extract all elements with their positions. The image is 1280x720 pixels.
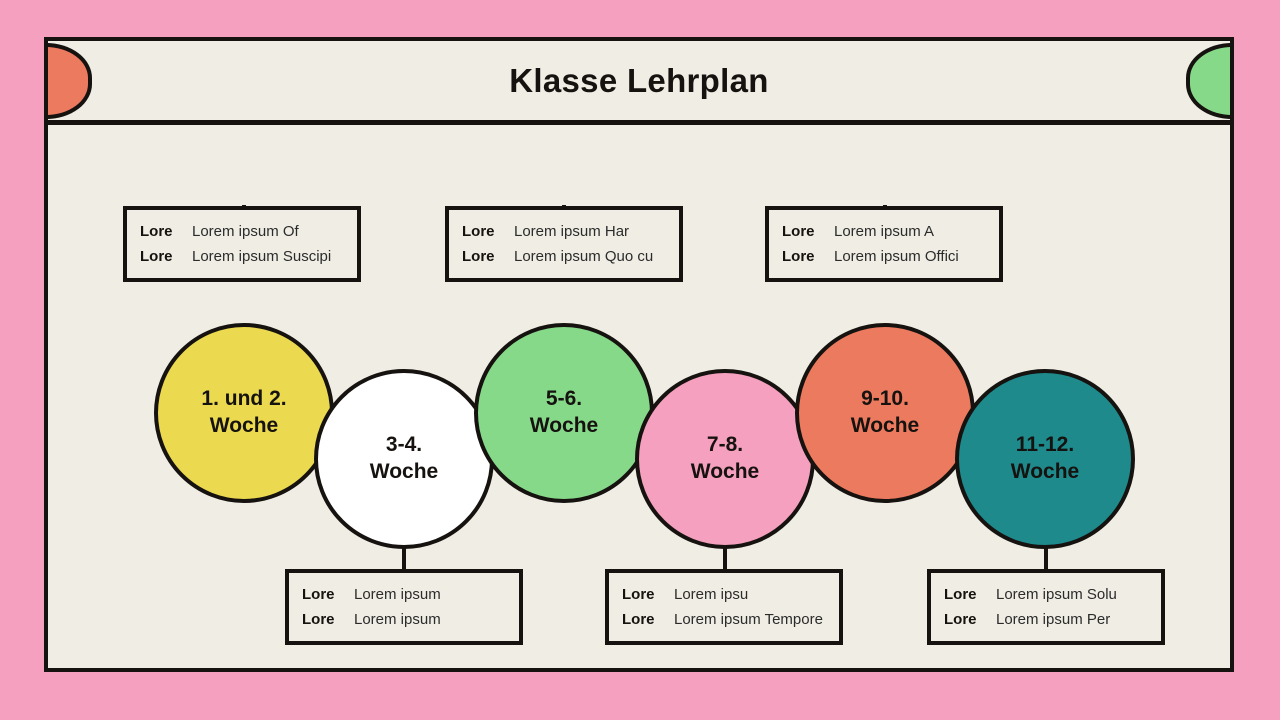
info-row-key: Lore (782, 223, 815, 240)
info-row-value: Lorem ipsum Offici (834, 248, 959, 265)
info-card-4[interactable]: Lore Lorem ipsu Lore Lorem ipsum Tempore (605, 569, 843, 645)
info-row: Lore Lorem ipsum (302, 586, 505, 603)
info-row-value: Lorem ipsum Solu (996, 586, 1117, 603)
info-row: Lore Lorem ipsum Tempore (622, 611, 825, 628)
info-card-1[interactable]: Lore Lorem ipsum Of Lore Lorem ipsum Sus… (123, 206, 361, 282)
milestone-circle-3[interactable]: 5-6. Woche (474, 323, 654, 503)
milestone-label-line2: Woche (529, 414, 599, 437)
info-row-value: Lorem ipsu (674, 586, 749, 603)
info-row-value: Lorem ipsum Tempore (674, 611, 823, 628)
milestone-label-line2: Woche (690, 460, 760, 483)
milestone-circle-1[interactable]: 1. und 2. Woche (154, 323, 334, 503)
milestone-circle-5[interactable]: 9-10. Woche (795, 323, 975, 503)
milestone-label-line2: Woche (850, 414, 920, 437)
milestone-label-line2: Woche (209, 414, 279, 437)
milestone-circle-2[interactable]: 3-4. Woche (314, 369, 494, 549)
info-row: Lore Lorem ipsum Suscipi (140, 248, 343, 265)
milestone-label-line1: 1. und 2. (201, 387, 287, 411)
milestone-label-line1: 5-6. (545, 387, 583, 411)
milestone-label-line1: 9-10. (861, 387, 909, 411)
milestone-circle-4[interactable]: 7-8. Woche (635, 369, 815, 549)
info-row-value: Lorem ipsum (354, 586, 441, 603)
milestone-label-line2: Woche (1010, 460, 1080, 483)
info-row: Lore Lorem ipsum Quo cu (462, 248, 665, 265)
milestone-label-line2: Woche (369, 460, 439, 483)
info-row: Lore Lorem ipsum Of (140, 223, 343, 240)
info-card-6[interactable]: Lore Lorem ipsum Solu Lore Lorem ipsum P… (927, 569, 1165, 645)
info-row: Lore Lorem ipsum Offici (782, 248, 985, 265)
info-row-value: Lorem ipsum Quo cu (514, 248, 654, 265)
info-row-key: Lore (622, 586, 655, 603)
info-row-value: Lorem ipsum Per (996, 611, 1111, 628)
info-row-key: Lore (462, 223, 495, 240)
info-card-5[interactable]: Lore Lorem ipsum A Lore Lorem ipsum Offi… (765, 206, 1003, 282)
info-row-key: Lore (140, 223, 173, 240)
info-row-key: Lore (302, 611, 335, 628)
info-row-key: Lore (302, 586, 335, 603)
milestone-label-line1: 3-4. (385, 433, 423, 457)
info-row-key: Lore (782, 248, 815, 265)
info-row: Lore Lorem ipsum Har (462, 223, 665, 240)
info-row-key: Lore (622, 611, 655, 628)
info-row-value: Lorem ipsum Har (514, 223, 630, 240)
slide-canvas: Klasse Lehrplan 1. und 2. Woche 3-4. Woc… (44, 37, 1234, 672)
info-row-key: Lore (140, 248, 173, 265)
info-row: Lore Lorem ipsu (622, 586, 825, 603)
info-row: Lore Lorem ipsum (302, 611, 505, 628)
info-row-key: Lore (462, 248, 495, 265)
info-row: Lore Lorem ipsum A (782, 223, 985, 240)
diagram-area: 1. und 2. Woche 3-4. Woche 5-6. Woche 7-… (48, 125, 1230, 671)
info-row-key: Lore (944, 586, 977, 603)
info-card-3[interactable]: Lore Lorem ipsum Har Lore Lorem ipsum Qu… (445, 206, 683, 282)
info-row-value: Lorem ipsum (354, 611, 441, 628)
info-row-value: Lorem ipsum Suscipi (192, 248, 332, 265)
milestone-label-line1: 11-12. (1015, 433, 1075, 457)
info-row-value: Lorem ipsum A (834, 223, 935, 240)
milestone-label-line1: 7-8. (706, 433, 744, 457)
info-row: Lore Lorem ipsum Per (944, 611, 1147, 628)
info-row-value: Lorem ipsum Of (192, 223, 299, 240)
milestone-circle-6[interactable]: 11-12. Woche (955, 369, 1135, 549)
info-row-key: Lore (944, 611, 977, 628)
info-row: Lore Lorem ipsum Solu (944, 586, 1147, 603)
info-card-2[interactable]: Lore Lorem ipsum Lore Lorem ipsum (285, 569, 523, 645)
page-title: Klasse Lehrplan (509, 62, 769, 99)
slide-header: Klasse Lehrplan (48, 41, 1230, 125)
